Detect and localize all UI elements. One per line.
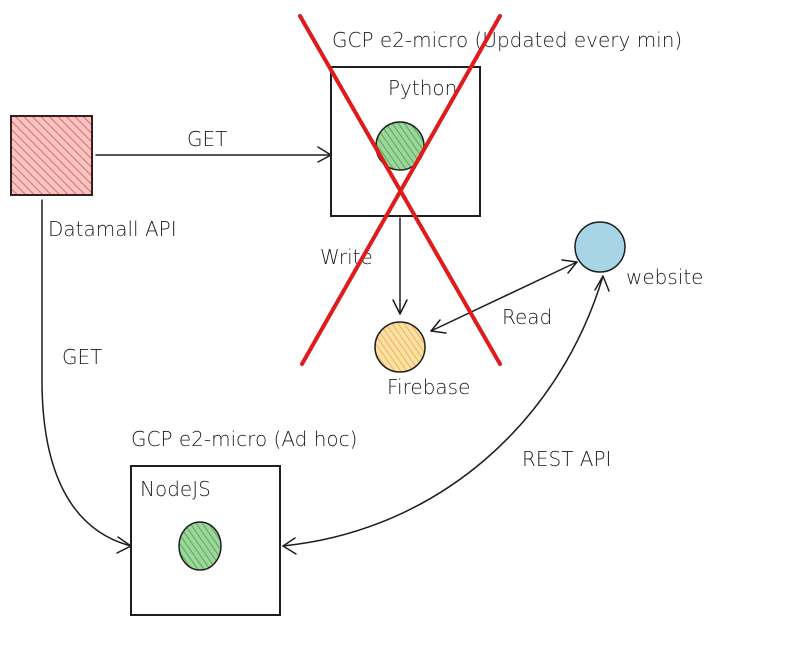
python-label: Python bbox=[388, 76, 457, 100]
arrow-head-icon bbox=[561, 259, 578, 274]
gcp-updated-node: GCP e2-micro (Updated every min) Python bbox=[330, 28, 682, 217]
arrow-head-icon bbox=[282, 537, 297, 555]
edge-write: Write bbox=[320, 217, 408, 315]
edge-read: Read bbox=[430, 259, 578, 334]
datamall-api-label: Datamall API bbox=[48, 217, 177, 241]
gcp-updated-box bbox=[330, 66, 481, 217]
firebase-node: Firebase bbox=[374, 321, 470, 399]
gcp-adhoc-node: GCP e2-micro (Ad hoc) NodeJS bbox=[130, 427, 357, 616]
datamall-api-node: Datamall API bbox=[10, 115, 177, 241]
edge-label-get-left: GET bbox=[62, 345, 102, 369]
firebase-dot bbox=[374, 321, 426, 373]
arrow-line bbox=[430, 261, 578, 332]
gcp-adhoc-box bbox=[130, 465, 281, 616]
edge-get-to-python: GET bbox=[95, 127, 332, 163]
edge-get-to-nodejs: GET bbox=[41, 199, 132, 554]
arrow-line bbox=[41, 199, 132, 547]
cross-line-2 bbox=[300, 14, 502, 366]
gcp-updated-title: GCP e2-micro (Updated every min) bbox=[332, 28, 682, 52]
gcp-adhoc-title: GCP e2-micro (Ad hoc) bbox=[131, 427, 357, 451]
edge-label-get-top: GET bbox=[187, 127, 227, 151]
arrow-head-icon bbox=[116, 536, 132, 554]
arrow-head-icon bbox=[392, 299, 408, 315]
firebase-label: Firebase bbox=[387, 375, 470, 399]
website-node: website bbox=[574, 221, 703, 289]
edge-label-rest-api: REST API bbox=[522, 447, 611, 471]
website-dot bbox=[574, 221, 626, 273]
arrow-head-icon bbox=[430, 319, 447, 334]
nodejs-process-dot bbox=[178, 521, 222, 571]
edge-rest-api: REST API bbox=[282, 275, 611, 555]
crossed-out-mark bbox=[298, 14, 502, 366]
arrow-head-icon bbox=[594, 275, 610, 292]
edge-label-read: Read bbox=[502, 305, 552, 329]
nodejs-label: NodeJS bbox=[140, 477, 211, 501]
arrow-line bbox=[282, 275, 604, 547]
datamall-api-box bbox=[10, 115, 93, 196]
website-label: website bbox=[626, 265, 703, 289]
